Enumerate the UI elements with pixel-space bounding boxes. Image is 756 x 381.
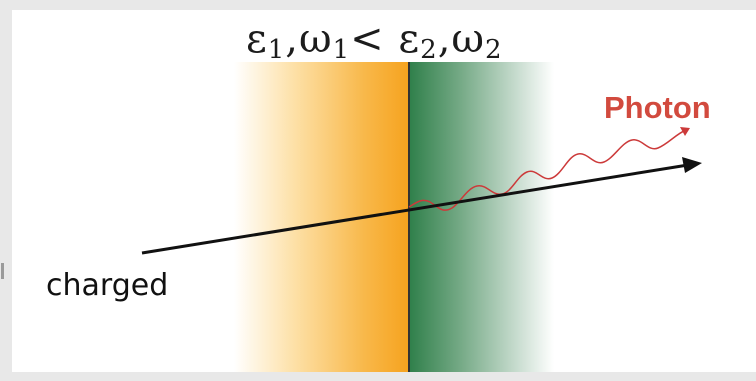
edge-mark: [1, 263, 4, 279]
epsilon-1-symbol: ε: [246, 16, 268, 62]
diagram-canvas: ε1,ω1< ε2,ω2 Photon charged: [12, 10, 756, 372]
omega-1-subscript: 1: [333, 35, 351, 65]
less-than-sign: <: [350, 16, 385, 62]
photon-label: Photon: [604, 90, 711, 126]
epsilon-1-subscript: 1: [268, 35, 286, 65]
charged-particle-label: charged: [46, 268, 168, 303]
track-arrowhead: [682, 157, 702, 173]
medium-2-region: [409, 62, 554, 372]
omega-2-symbol: ,ω: [438, 16, 485, 62]
medium-1-region: [234, 62, 408, 372]
omega-2-subscript: 2: [485, 35, 503, 65]
permittivity-frequency-relation: ε1,ω1< ε2,ω2: [246, 16, 503, 65]
omega-1-symbol: ,ω: [285, 16, 332, 62]
epsilon-2-symbol: ε: [398, 16, 420, 62]
epsilon-2-subscript: 2: [420, 35, 438, 65]
